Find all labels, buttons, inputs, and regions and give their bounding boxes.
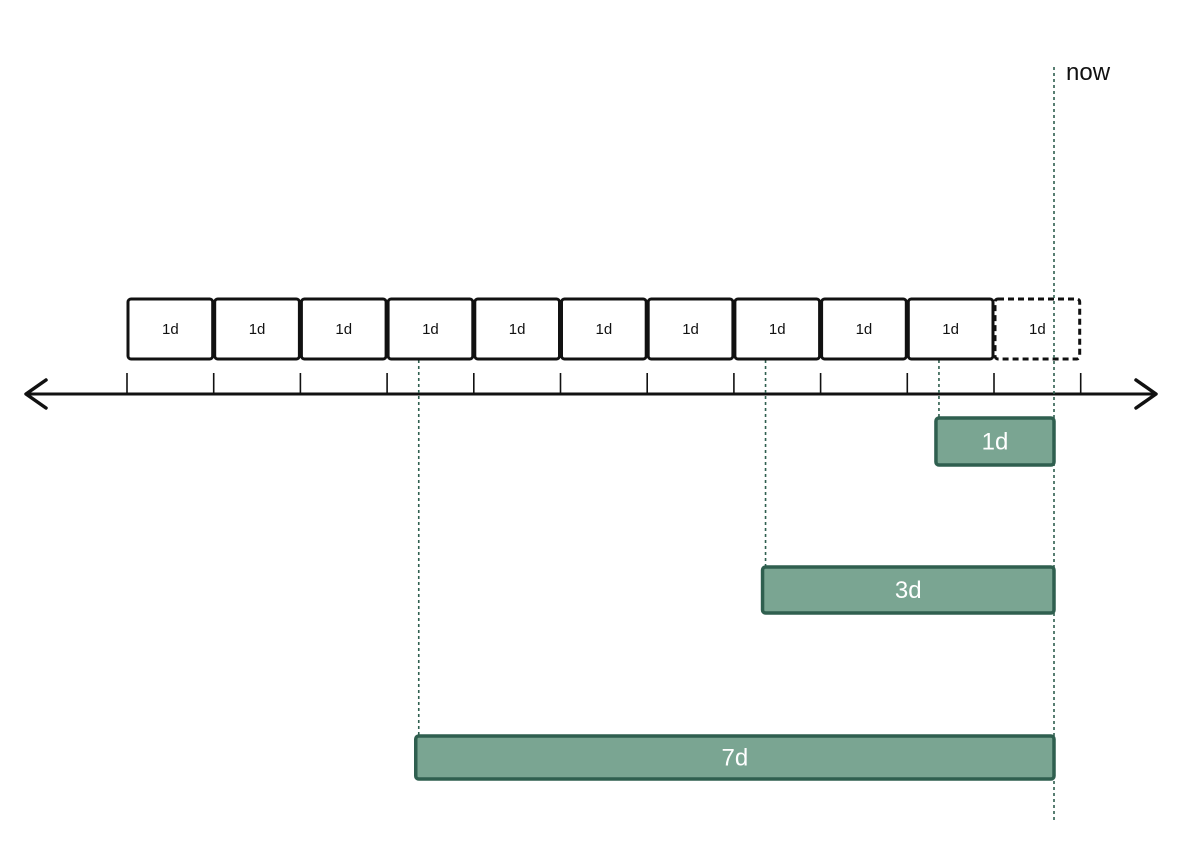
day-block: 1d	[560, 297, 648, 361]
day-block-box	[213, 297, 301, 361]
day-block-label: 1d	[422, 321, 439, 338]
day-block: 1d	[473, 297, 561, 361]
day-block-box	[299, 297, 388, 361]
axis-ticks	[126, 373, 1082, 394]
day-block: 1d	[386, 297, 475, 361]
day-block-label: 1d	[249, 321, 266, 338]
rolling-windows: 1d 3d 7d	[414, 416, 1056, 781]
day-block-box	[646, 297, 735, 361]
day-block-label: 1d	[596, 321, 613, 338]
day-block-box	[993, 297, 1082, 361]
day-block-box	[906, 297, 995, 361]
guide-lines	[417, 360, 940, 736]
left-arrow-icon	[24, 378, 48, 410]
day-block-label: 1d	[162, 321, 179, 338]
day-block-label: 1d	[769, 321, 786, 338]
right-arrow-icon	[1134, 378, 1158, 410]
day-block: 1d	[126, 297, 215, 361]
day-block: 1d	[906, 297, 995, 361]
day-block: 1d	[820, 297, 908, 361]
window-bar-label: 7d	[722, 745, 749, 772]
day-block: 1d	[299, 297, 388, 361]
day-block-box	[820, 297, 908, 361]
window-bar: 3d	[760, 565, 1056, 615]
day-block: 1d	[733, 297, 822, 361]
now-marker: now	[1053, 59, 1111, 822]
now-label: now	[1066, 59, 1111, 86]
day-block-label: 1d	[682, 321, 699, 338]
day-block-label: 1d	[1029, 321, 1046, 338]
window-bar-label: 3d	[895, 577, 922, 604]
day-block-label: 1d	[335, 321, 352, 338]
day-block-label: 1d	[509, 321, 526, 338]
day-block-box	[560, 297, 648, 361]
day-block: 1d	[646, 297, 735, 361]
day-block-label: 1d	[942, 321, 959, 338]
day-blocks: 1d 1d 1d 1d 1d 1d 1d 1d 1d 1d 1d	[126, 297, 1082, 361]
window-bar: 1d	[934, 416, 1056, 467]
day-block: 1d	[993, 297, 1082, 361]
window-bar-label: 1d	[982, 429, 1009, 456]
day-block-box	[733, 297, 822, 361]
day-block-box	[386, 297, 475, 361]
window-bar: 7d	[414, 734, 1056, 781]
day-block-label: 1d	[856, 321, 873, 338]
day-block: 1d	[213, 297, 301, 361]
timeline-axis	[24, 373, 1158, 410]
day-block-box	[126, 297, 215, 361]
day-block-box	[473, 297, 561, 361]
